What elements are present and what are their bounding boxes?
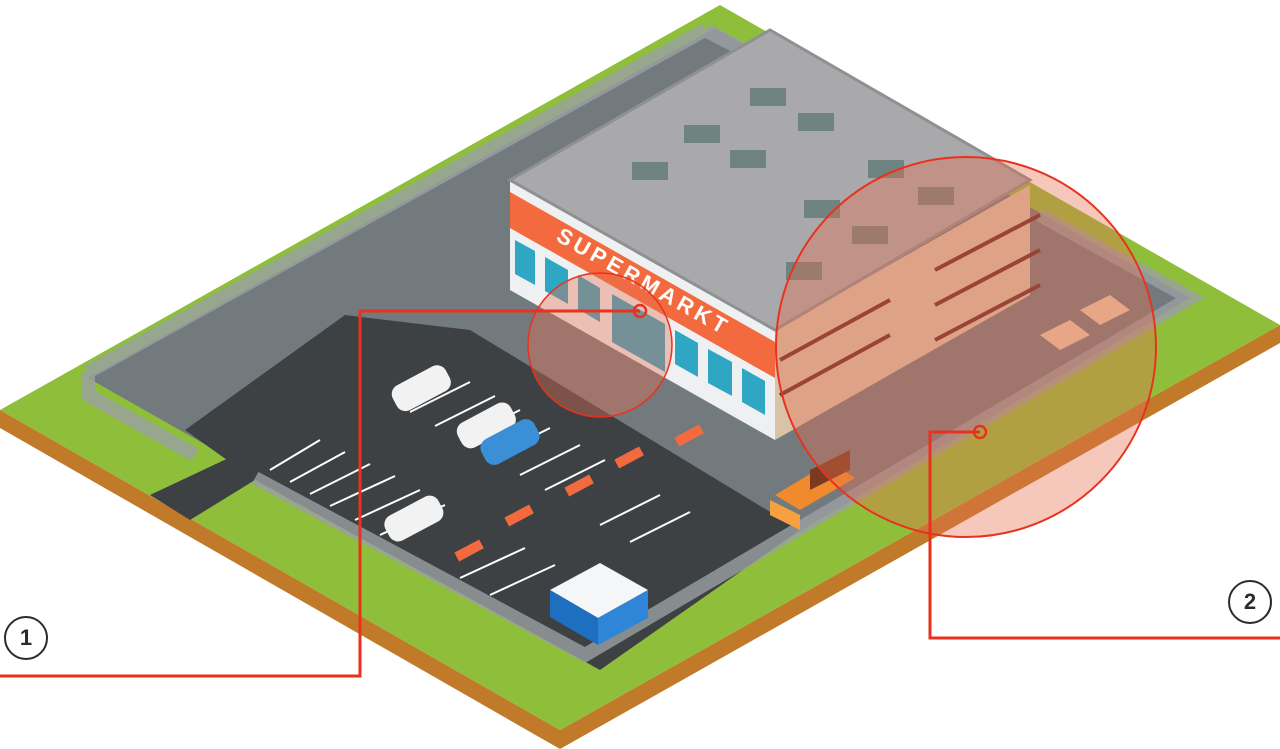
callout-leader-1 bbox=[0, 309, 640, 678]
highlight-zone-1 bbox=[527, 272, 673, 418]
parked-cars bbox=[384, 365, 540, 542]
perimeter-fence bbox=[81, 23, 1205, 664]
callout-anchor-1 bbox=[632, 303, 648, 319]
sign-band bbox=[510, 192, 775, 378]
car-white bbox=[391, 365, 451, 412]
callout-number: 1 bbox=[19, 625, 33, 650]
highlight-zone-2 bbox=[775, 156, 1157, 538]
car-blue bbox=[480, 419, 540, 465]
callout-label-1: 1 bbox=[4, 616, 48, 660]
car-white bbox=[384, 495, 444, 542]
car-white bbox=[456, 402, 516, 449]
building-side-wall bbox=[775, 185, 1030, 440]
callout-label-2: 2 bbox=[1228, 580, 1272, 624]
store-windows bbox=[515, 240, 765, 415]
construction-barriers bbox=[454, 424, 704, 562]
scaffolding bbox=[779, 213, 1041, 397]
callout-number: 2 bbox=[1243, 589, 1257, 614]
callout-leader-2 bbox=[928, 430, 1280, 640]
dump-truck bbox=[770, 450, 855, 530]
roof-vents bbox=[632, 88, 954, 280]
driveway bbox=[150, 455, 255, 520]
site-container bbox=[550, 563, 648, 645]
pallets bbox=[1040, 295, 1130, 350]
parking-asphalt bbox=[185, 315, 800, 670]
supermarket-building: SUPERMARKT bbox=[506, 28, 1041, 440]
building-roof bbox=[506, 28, 1033, 332]
callout-anchor-2 bbox=[972, 424, 988, 440]
